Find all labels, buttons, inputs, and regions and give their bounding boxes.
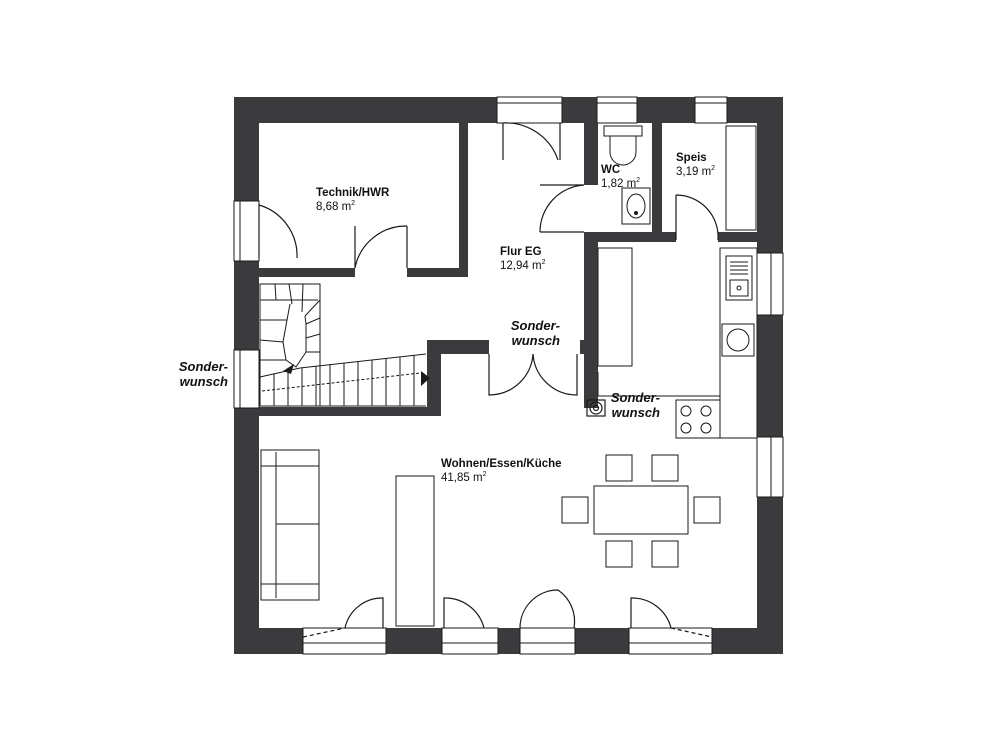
area-unit-sup: 2	[541, 259, 546, 266]
interior-walls	[259, 123, 757, 416]
room-name: Flur EG	[500, 246, 542, 258]
room-label-technik: Technik/HWR 8,68 m2	[316, 186, 389, 214]
room-name: Technik/HWR	[316, 187, 390, 199]
room-name: WC	[601, 164, 621, 176]
sonderwunsch-line1: Sonder-	[178, 359, 228, 374]
sideboard	[395, 475, 435, 627]
area-unit-sup: 2	[482, 471, 487, 478]
room-area: 3,19 m	[676, 166, 712, 178]
sofa	[260, 449, 320, 601]
sonderwunsch-line1: Sonder-	[510, 318, 560, 333]
room-name: Wohnen/Essen/Küche	[441, 458, 562, 470]
wc-fixtures	[603, 125, 651, 225]
sonderwunsch-line1: Sonder-	[610, 390, 660, 405]
room-label-wohnen: Wohnen/Essen/Küche 41,85 m2	[441, 457, 562, 485]
pantry-shelf	[725, 125, 757, 231]
dining-set	[561, 454, 721, 568]
area-unit-sup: 2	[351, 200, 356, 207]
stair-direction-arrow	[283, 364, 294, 374]
room-label-wc: WC 1,82 m2	[601, 163, 640, 191]
sonderwunsch-line2: wunsch	[511, 333, 560, 348]
room-name: Speis	[676, 152, 707, 164]
staircase	[259, 283, 427, 407]
kitchen	[597, 247, 758, 439]
room-area: 8,68 m	[316, 201, 352, 213]
area-unit-sup: 2	[711, 165, 716, 172]
door-swings	[258, 122, 719, 638]
windows	[233, 96, 784, 655]
sonderwunsch-label-door: Sonder- wunsch	[500, 318, 560, 348]
sonderwunsch-label-chimney: Sonder- wunsch	[602, 390, 660, 420]
room-area: 41,85 m	[441, 472, 483, 484]
stair-direction-arrow-right	[421, 371, 430, 386]
area-unit-sup: 2	[636, 177, 641, 184]
room-label-flur: Flur EG 12,94 m2	[500, 245, 545, 273]
room-area: 12,94 m	[500, 260, 542, 272]
room-label-speis: Speis 3,19 m2	[676, 151, 715, 179]
sonderwunsch-line2: wunsch	[611, 405, 660, 420]
room-area: 1,82 m	[601, 178, 637, 190]
sonderwunsch-line2: wunsch	[179, 374, 228, 389]
chimney	[586, 399, 606, 417]
sonderwunsch-label-window: Sonder- wunsch	[172, 359, 228, 389]
exterior-walls	[234, 97, 783, 654]
